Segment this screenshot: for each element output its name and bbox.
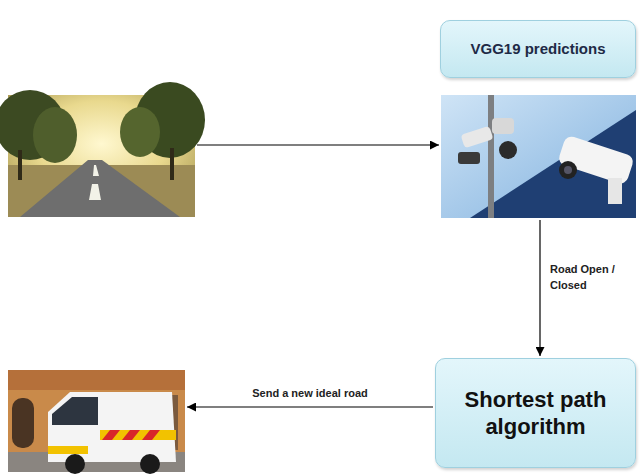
van-photo-part — [48, 446, 88, 454]
van-photo-part — [48, 392, 176, 462]
van-photo-part — [140, 454, 160, 474]
edge-label: Road Open / Closed — [550, 262, 620, 294]
van-photo-part — [100, 430, 176, 440]
camera-photo-part — [499, 141, 517, 159]
model-box: VGG19 predictions — [440, 20, 636, 78]
van-photo-part — [65, 454, 85, 474]
algorithm-box: Shortest path algorithm — [435, 358, 636, 468]
edge-label: Send a new ideal road — [252, 386, 368, 402]
road-image — [8, 95, 195, 217]
camera-photo-part — [441, 95, 636, 218]
camera-photo-part — [461, 126, 494, 149]
camera-photo-part — [470, 110, 636, 218]
arrow-connector — [187, 406, 433, 407]
camera-image — [441, 95, 636, 218]
van-photo-part — [8, 370, 185, 472]
road-photo-part — [20, 160, 180, 217]
road-photo-part — [120, 107, 160, 157]
van-photo-part — [102, 430, 120, 440]
camera-photo — [441, 95, 636, 218]
van-photo-part — [122, 430, 140, 440]
node-label: VGG19 predictions — [470, 40, 605, 59]
van-photo-part — [12, 398, 34, 448]
camera-photo-part — [458, 152, 480, 164]
arrow-connector — [197, 144, 439, 145]
camera-photo-part — [559, 161, 577, 179]
camera-photo-part — [488, 95, 494, 218]
road-photo-part — [93, 165, 99, 176]
camera-photo-part — [492, 118, 514, 134]
node-label: Shortest path algorithm — [444, 386, 627, 441]
road-photo-part — [89, 184, 101, 200]
camera-photo-part — [557, 135, 635, 186]
van-photo-part — [52, 397, 98, 425]
camera-photo-part — [564, 166, 572, 174]
road-photo-part — [170, 148, 174, 180]
road-photo-part — [18, 150, 22, 180]
camera-photo-part — [608, 178, 622, 204]
arrow-connector — [539, 220, 540, 356]
van-photo — [8, 370, 185, 474]
van-photo-part — [8, 370, 185, 390]
road-photo — [0, 82, 205, 217]
road-photo-part — [33, 107, 77, 163]
van-photo-part — [142, 430, 160, 440]
van-image — [8, 370, 185, 472]
